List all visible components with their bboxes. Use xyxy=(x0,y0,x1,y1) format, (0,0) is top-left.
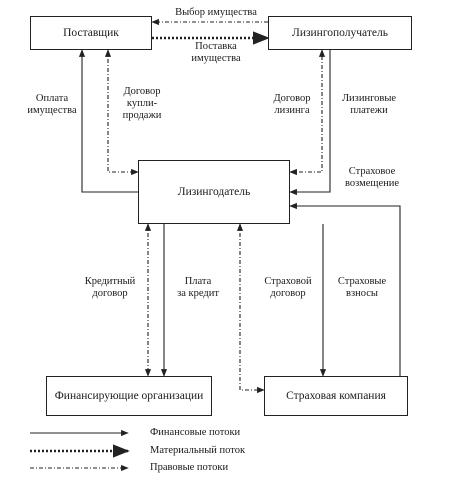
lessor-node: Лизингодатель xyxy=(138,160,290,224)
lease-payments-label: Лизинговые платежи xyxy=(341,93,397,117)
insurance-compensation-arrow xyxy=(289,202,401,376)
property-supply-label: Поставка имущества xyxy=(191,41,241,65)
lessor-node-label: Лизингодатель xyxy=(177,185,251,198)
purchase-contract-label: Договор купли- продажи xyxy=(122,86,162,122)
legend-financial-label: Финансовые потоки xyxy=(150,427,241,438)
property-choice-label: Выбор имущества xyxy=(175,7,257,18)
credit-contract-label: Кредитный договор xyxy=(84,276,136,300)
insurer-node-label: Страховая компания xyxy=(286,389,386,402)
supplier-node-label: Поставщик xyxy=(63,26,119,39)
insurance-fees-label: Страховые взносы xyxy=(337,276,387,300)
purchase-contract-arrow xyxy=(104,49,139,176)
property-payment-arrow xyxy=(78,49,138,193)
lease-contract-arrow xyxy=(289,49,326,176)
legend-material-label: Материальный поток xyxy=(150,445,246,456)
legend-legal-label: Правовые потоки xyxy=(150,462,229,473)
lessee-node: Лизингополучатель xyxy=(268,16,412,50)
insurance-contract-label: Страховой договор xyxy=(264,276,312,300)
lease-payments-arrow xyxy=(289,50,331,196)
insurance-compensation-label: Страховое возмещение xyxy=(344,166,400,190)
insurer-node: Страховая компания xyxy=(264,376,408,416)
credit-payment-label: Плата за кредит xyxy=(177,276,219,300)
financing-node: Финансирующие организации xyxy=(46,376,212,416)
lease-contract-label: Договор лизинга xyxy=(273,93,311,117)
financing-node-label: Финансирующие организации xyxy=(54,389,204,402)
lessee-node-label: Лизингополучатель xyxy=(292,26,388,39)
property-payment-label: Оплата имущества xyxy=(27,93,77,117)
supplier-node: Поставщик xyxy=(30,16,152,50)
insurance-contract-arrow xyxy=(236,223,265,394)
